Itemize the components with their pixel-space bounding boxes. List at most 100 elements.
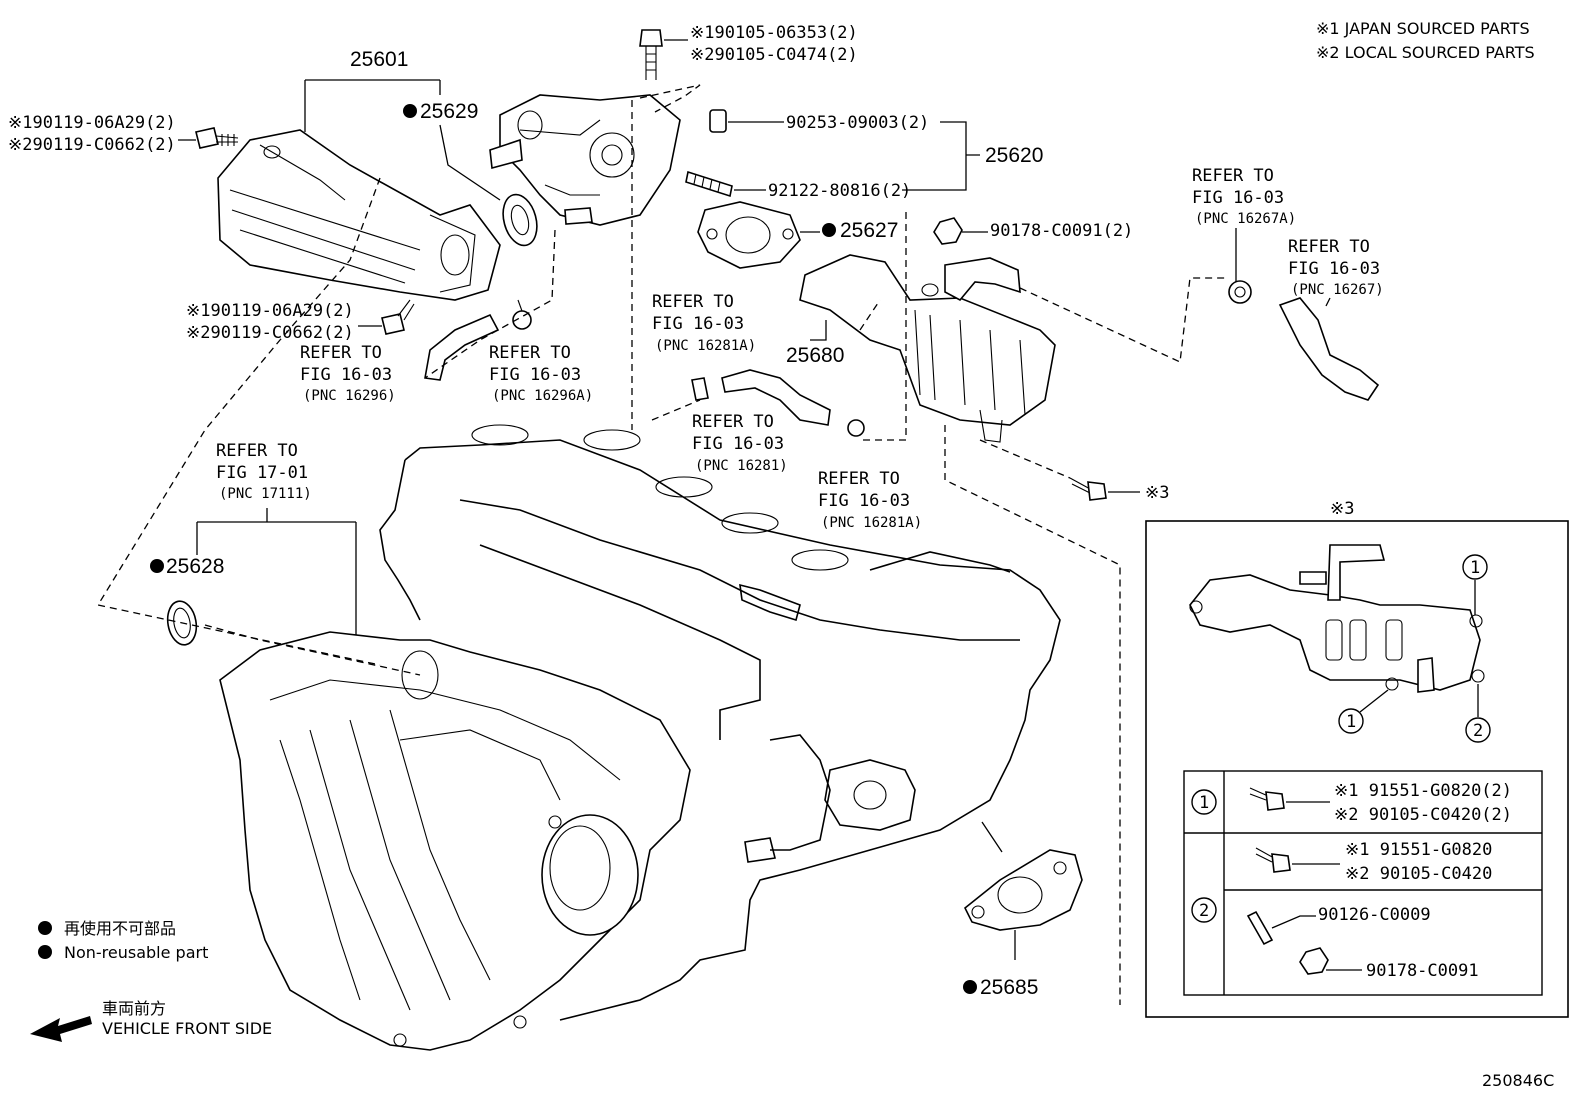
ref-16281-line3: (PNC 16281): [695, 458, 788, 474]
part-label-25620: 25620: [985, 144, 1043, 167]
ref-16281a-bottom-line2: FIG 16-03: [818, 491, 910, 511]
inset-row-2-part-c: 90126-C0009: [1318, 905, 1431, 925]
ref-17111: REFER TO FIG 17-01 (PNC 17111): [216, 441, 312, 502]
ref-16281: REFER TO FIG 16-03 (PNC 16281): [692, 412, 788, 474]
part-label-25680: 25680: [786, 344, 844, 367]
ref-16296a-line2: FIG 16-03: [489, 365, 581, 385]
inset-cooler-drawing: [1189, 544, 1485, 693]
ref-16296a: REFER TO FIG 16-03 (PNC 16296A): [489, 343, 593, 404]
inset-row-2-part-a: ※1 91551-G0820: [1345, 840, 1492, 860]
ref-16296a-line3: (PNC 16296A): [492, 388, 593, 404]
inset-row-2-stud-icon: [1246, 910, 1274, 946]
part-label-25629: 25629: [420, 100, 478, 123]
part-label-x3-bolt: ※3: [1145, 483, 1169, 503]
part-label-25601: 25601: [350, 48, 408, 71]
inset-title: ※3: [1330, 499, 1354, 519]
bolt-x3-icon: [1069, 477, 1107, 501]
legend-jp: 再使用不可部品: [64, 919, 176, 938]
part-label-bolt-mid-2: ※290119-C0662(2): [186, 323, 354, 343]
nut-icon: [933, 217, 963, 245]
non-reusable-dot-25685: [963, 980, 977, 994]
clamp-16296a-icon: [512, 299, 532, 330]
legend-en: Non-reusable part: [64, 943, 208, 962]
bolt-left-icon: [195, 127, 239, 149]
ref-16267: REFER TO FIG 16-03 (PNC 16267): [1288, 237, 1384, 298]
part-label-25685: 25685: [980, 976, 1038, 999]
inset-callout-1-bottom: 1: [1338, 689, 1389, 734]
ref-16281a-bottom-line3: (PNC 16281A): [821, 515, 922, 531]
egr-pipe-25601: [217, 129, 501, 301]
inset-row-2-nut-icon: [1299, 947, 1329, 975]
ref-17111-line1: REFER TO: [216, 441, 298, 461]
inset-row-1-label: 1: [1199, 793, 1209, 813]
front-arrow-icon: [30, 1016, 92, 1042]
front-en: VEHICLE FRONT SIDE: [102, 1019, 272, 1038]
ref-16267a-line2: FIG 16-03: [1192, 188, 1284, 208]
inset-row-2-part-b: ※2 90105-C0420: [1345, 864, 1492, 884]
ref-16267-line2: FIG 16-03: [1288, 259, 1380, 279]
assembly-dashed-lines: [96, 84, 1228, 1005]
ref-16281-line1: REFER TO: [692, 412, 774, 432]
part-label-bolt-top-2: ※290105-C0474(2): [690, 45, 858, 65]
gasket-25627-icon: [697, 201, 801, 269]
inset-row-2: 2 ※1 91551-G0820 ※2 90105-C0420 90126-C0…: [1191, 840, 1492, 981]
part-label-bolt-left-1: ※190119-06A29(2): [8, 113, 176, 133]
pin-icon: [709, 109, 727, 133]
non-reusable-dot-25628: [150, 559, 164, 573]
part-label-bolt-left-2: ※290119-C0662(2): [8, 135, 176, 155]
ref-16267a-line3: (PNC 16267A): [1195, 211, 1296, 227]
gasket-25629-icon: [502, 193, 538, 247]
leader-25680: [810, 320, 827, 341]
inset-row-1-part-a: ※1 91551-G0820(2): [1334, 781, 1512, 801]
ref-16281a-top: REFER TO FIG 16-03 (PNC 16281A): [652, 292, 756, 354]
inset-row-2-label: 2: [1199, 901, 1209, 921]
bolt-mid-icon: [381, 299, 415, 335]
inset-row-2-leader-c: [1271, 915, 1316, 929]
ref-16281a-top-line3: (PNC 16281A): [655, 338, 756, 354]
ref-16281-line2: FIG 16-03: [692, 434, 784, 454]
inset-row-1: 1 ※1 91551-G0820(2) ※2 90105-C0420(2): [1191, 781, 1512, 825]
ref-17111-line2: FIG 17-01: [216, 463, 308, 483]
inset-row-1-part-b: ※2 90105-C0420(2): [1334, 805, 1512, 825]
ref-16281a-bottom: REFER TO FIG 16-03 (PNC 16281A): [818, 469, 922, 531]
inset-callout-1-bottom-leader: [1359, 689, 1389, 713]
inset-row-2-bolt-icon: [1255, 847, 1291, 873]
ref-16267a: REFER TO FIG 16-03 (PNC 16267A): [1192, 166, 1296, 227]
front-jp: 車両前方: [102, 999, 166, 1018]
inset-callout-1-top: 1: [1462, 554, 1488, 615]
leader-refs-right: [1235, 228, 1331, 307]
part-label-25627: 25627: [840, 219, 898, 242]
ref-16296-line1: REFER TO: [300, 343, 382, 363]
legend-dot-jp: [38, 921, 52, 935]
clamp-16267a-icon: [1228, 280, 1252, 304]
leader-25685: [981, 821, 1016, 960]
inset-row-1-bolt-icon: [1249, 787, 1285, 811]
hose-16281-icon: [721, 369, 831, 426]
ref-16296-line2: FIG 16-03: [300, 365, 392, 385]
inset-callout-1-bottom-text: 1: [1346, 712, 1356, 732]
egr-valve-25620: [489, 94, 681, 226]
hose-16267-icon: [1278, 297, 1380, 401]
leader-17111: [196, 508, 357, 640]
part-label-stud: 92122-80816(2): [768, 181, 911, 201]
non-reusable-dot-25629: [403, 104, 417, 118]
non-reusable-dot-25627: [822, 223, 836, 237]
hose-16296-icon: [424, 313, 500, 381]
ref-16296: REFER TO FIG 16-03 (PNC 16296): [300, 343, 396, 404]
ref-16281a-bottom-line1: REFER TO: [818, 469, 900, 489]
legend-non-reusable: 再使用不可部品 Non-reusable part: [38, 919, 208, 962]
note-local-sourced: ※2 LOCAL SOURCED PARTS: [1316, 43, 1535, 62]
inset-frame: [1145, 520, 1569, 1018]
leader-25629: [439, 124, 501, 201]
part-label-nut: 90178-C0091(2): [990, 221, 1133, 241]
intake-manifold: [219, 631, 691, 1051]
ref-16296a-line1: REFER TO: [489, 343, 571, 363]
part-label-pin: 90253-09003(2): [786, 113, 929, 133]
gasket-25685-icon: [963, 849, 1083, 931]
ref-16267a-line1: REFER TO: [1192, 166, 1274, 186]
leader-25601: [304, 79, 441, 132]
ref-16267-line3: (PNC 16267): [1291, 282, 1384, 298]
inset-fastener-table: [1183, 770, 1543, 996]
ref-16296-line3: (PNC 16296): [303, 388, 396, 404]
